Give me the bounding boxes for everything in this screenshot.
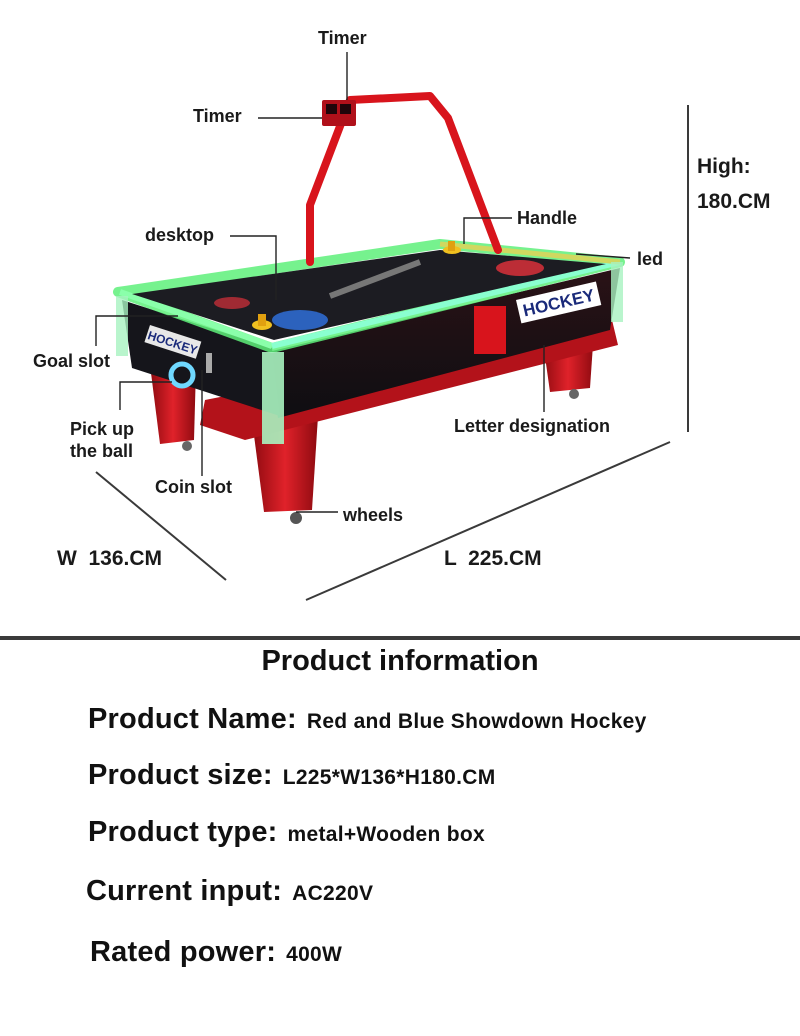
label-handle: Handle — [517, 208, 578, 228]
info-key: Product type: — [88, 816, 278, 848]
wheels-casters — [182, 389, 579, 524]
section-divider — [0, 636, 800, 640]
product-info-title: Product information — [261, 645, 539, 677]
dimension-lines — [95, 105, 689, 601]
arch-base-box — [474, 306, 506, 354]
corner-light — [611, 262, 623, 322]
info-value: L225*W136*H180.CM — [282, 766, 496, 789]
info-row-product-type: Product type: metal+Wooden box — [88, 816, 485, 849]
info-value: Red and Blue Showdown Hockey — [306, 710, 647, 733]
dimension-length: L 225.CM — [444, 547, 542, 570]
label-timer-left: Timer — [193, 106, 242, 126]
table-desktop-surface — [132, 250, 606, 340]
info-value: AC220V — [292, 882, 374, 905]
info-key: Product Name: — [88, 703, 297, 735]
ball-pickup-ring — [168, 361, 196, 389]
info-row-rated-power: Rated power: 400W — [90, 936, 342, 969]
blue-puck-graphic — [272, 310, 328, 330]
product-diagram: HOCKEY HOCKEY Timer Ti — [33, 28, 771, 601]
label-pick-up-line1: Pick up — [70, 419, 135, 439]
info-value: metal+Wooden box — [287, 823, 486, 846]
dimension-width: W 136.CM — [57, 547, 163, 570]
label-timer-top: Timer — [318, 28, 367, 48]
mallet-handles — [252, 241, 461, 330]
label-coin-slot: Coin slot — [155, 477, 232, 497]
corner-light — [116, 296, 128, 356]
callout-lines — [95, 52, 631, 513]
red-puck-graphic — [496, 260, 544, 276]
info-row-product-size: Product size: L225*W136*H180.CM — [88, 759, 496, 792]
label-goal-slot: Goal slot — [33, 351, 111, 371]
air-hockey-table-illustration: HOCKEY HOCKEY — [95, 52, 689, 601]
coin-slot-graphic — [206, 353, 212, 373]
info-value: 400W — [286, 943, 343, 966]
label-wheels: wheels — [343, 505, 404, 525]
info-key: Product size: — [88, 759, 273, 791]
info-key: Current input: — [86, 875, 283, 907]
dimension-high-label: High: — [697, 155, 751, 178]
label-led: led — [637, 249, 664, 269]
dimension-high-value: 180.CM — [697, 190, 771, 213]
corner-light — [262, 352, 284, 444]
label-desktop: desktop — [145, 225, 215, 245]
info-key: Rated power: — [90, 936, 277, 968]
label-pick-up-line2: the ball — [70, 441, 134, 461]
label-pick-up-ball: Pick up the ball — [70, 418, 134, 462]
info-row-product-name: Product Name: Red and Blue Showdown Hocke… — [88, 703, 647, 736]
info-row-current-input: Current input: AC220V — [86, 875, 373, 908]
overhead-arch — [306, 92, 502, 266]
label-letter-designation: Letter designation — [454, 416, 611, 436]
